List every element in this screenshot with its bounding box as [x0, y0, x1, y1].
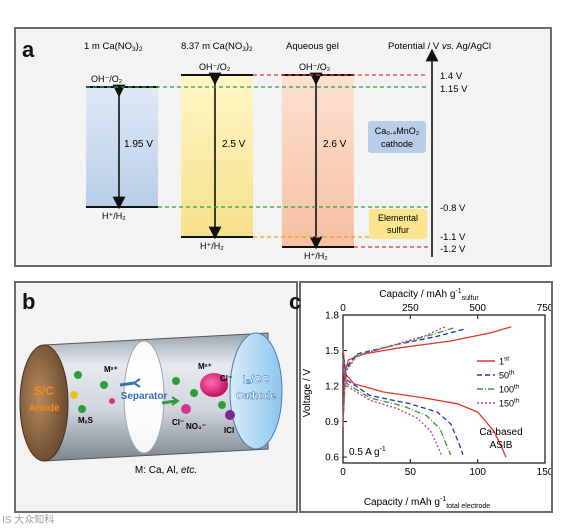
- x2-tick-label: 0: [340, 303, 346, 314]
- x2-tick-label: 750: [537, 303, 551, 314]
- migration-arrow: [119, 381, 135, 387]
- pot-m1-1: -1.1 V: [440, 232, 466, 243]
- cathode-disc: [229, 332, 283, 450]
- panel-a: a 1 m Ca(NO3)2 8.37 m Ca(NO3)2 Aqueous g…: [14, 27, 552, 267]
- sulfur-box: [369, 209, 427, 239]
- panel-c-label: c: [289, 289, 302, 314]
- pot-1-4: 1.4 V: [440, 71, 463, 82]
- ion-sphere: [109, 398, 115, 404]
- col3-h-label: H⁺/H₂: [304, 251, 328, 261]
- separator-label: Separator: [121, 391, 168, 402]
- col2-h-label: H⁺/H₂: [200, 241, 224, 251]
- legend-label: 1st: [499, 356, 509, 367]
- col2-oh-label: OH⁻/O₂: [199, 62, 231, 72]
- x-tick-label: 0: [340, 467, 346, 478]
- species-mx-1: Mˣ⁺: [104, 365, 118, 374]
- note-line-1: Ca-based: [479, 427, 522, 438]
- panel-a-label: a: [22, 37, 35, 62]
- ion-sphere: [190, 389, 198, 397]
- series-50-discharge-line: [342, 356, 464, 455]
- panel-b: b S/C Anode Separator I₂/CC: [14, 281, 298, 513]
- col2-box: [181, 75, 253, 237]
- pot-m1-2: -1.2 V: [440, 244, 466, 255]
- plot-frame: [342, 314, 546, 464]
- col1-oh-label: OH⁻/O₂: [91, 74, 123, 84]
- legend-label: 50th: [499, 370, 515, 381]
- ion-sphere: [100, 381, 108, 389]
- panel-a-diagram: 1 m Ca(NO3)2 8.37 m Ca(NO3)2 Aqueous gel…: [84, 41, 491, 261]
- ion-sphere: [70, 391, 78, 399]
- pot-1-15: 1.15 V: [440, 84, 468, 95]
- panel-c: c Capacity / mAh g-1sulfur Capacity / mA…: [289, 281, 553, 513]
- panel-b-label: b: [22, 289, 36, 314]
- y-axis-label: Voltage / V: [302, 368, 313, 417]
- col3-oh-label: OH⁻/O₂: [299, 62, 331, 72]
- ion-sphere: [218, 401, 226, 409]
- x-tick-label: 100: [469, 467, 486, 478]
- current-density-label: 0.5 A g-1: [349, 446, 386, 458]
- cathode-formula: Ca₀.₄MnO₂: [375, 126, 420, 136]
- series-100-charge-line: [342, 327, 454, 422]
- series-150-discharge-line: [342, 362, 442, 455]
- y-tick-label: 0.9: [325, 417, 339, 428]
- y-tick-label: 1.2: [325, 382, 339, 393]
- species-mx-2: Mˣ⁺: [198, 362, 212, 371]
- x-tick-label: 150: [537, 467, 551, 478]
- series-150-charge-line: [342, 326, 446, 422]
- x-tick-label: 50: [405, 467, 417, 478]
- potential-axis-title: Potential / V vs. Ag/AgCl: [388, 41, 491, 52]
- ion-sphere: [78, 405, 86, 413]
- note-line-2: ASIB: [490, 440, 513, 451]
- pot-m0-8: -0.8 V: [440, 203, 466, 214]
- species-icl: ICl: [224, 426, 234, 435]
- ion-sphere: [74, 371, 82, 379]
- anode-disc: [19, 344, 69, 462]
- series-100-discharge-line: [342, 358, 452, 455]
- col1-title: 1 m Ca(NO3)2: [84, 41, 143, 53]
- ion-sphere: [172, 377, 180, 385]
- species-cl-1: Cl⁻: [172, 418, 184, 427]
- cathode-word: cathode: [381, 139, 413, 149]
- x-top-label: Capacity / mAh g-1sulfur: [379, 288, 479, 302]
- x-bottom-label: Capacity / mAh g-1total electrode: [364, 496, 490, 510]
- y-tick-label: 0.6: [325, 453, 339, 464]
- col3-window: 2.6 V: [323, 139, 347, 150]
- species-cl-2: Cl⁻: [220, 374, 232, 383]
- sulfur-label: Elemental: [378, 213, 418, 223]
- species-mxs: MₓS: [78, 416, 94, 425]
- x2-tick-label: 250: [402, 303, 419, 314]
- x2-tick-label: 500: [469, 303, 486, 314]
- species-no3: NO₃⁻: [186, 422, 206, 431]
- legend-label: 100th: [499, 384, 520, 395]
- gcd-chart: Capacity / mAh g-1sulfur Capacity / mAh …: [302, 288, 551, 510]
- sulfur-word: sulfur: [387, 225, 409, 235]
- col1-window: 1.95 V: [124, 139, 153, 150]
- col2-window: 2.5 V: [222, 139, 246, 150]
- col3-title: Aqueous gel: [286, 41, 339, 52]
- icl-sphere: [225, 410, 235, 420]
- separator-disc: [123, 340, 165, 454]
- watermark: IS 大众知科: [2, 515, 55, 526]
- y-tick-label: 1.5: [325, 346, 339, 357]
- cathode-bottom-label: Cathode: [236, 391, 276, 402]
- y-tick-label: 1.8: [325, 311, 339, 322]
- anode-bottom-label: Anode: [28, 403, 60, 414]
- legend-label: 150th: [499, 398, 520, 409]
- series-1-charge-line: [342, 326, 512, 428]
- cl-cloud: [200, 373, 228, 397]
- migration-arrow: [161, 399, 177, 405]
- col3-box: [282, 75, 354, 247]
- series-1-discharge-line: [342, 348, 507, 458]
- anode-top-label: S/C: [34, 384, 54, 398]
- cathode-top-label: I₂/CC: [243, 374, 270, 386]
- panel-b-caption: M: Ca, Al, etc.: [135, 465, 197, 476]
- col2-title: 8.37 m Ca(NO3)2: [181, 41, 253, 53]
- ion-sphere: [181, 404, 191, 414]
- col1-h-label: H⁺/H₂: [102, 211, 126, 221]
- cathode-box: [368, 121, 426, 153]
- battery-schematic: S/C Anode Separator I₂/CC Cathode Mˣ⁺ Mₓ…: [19, 332, 283, 476]
